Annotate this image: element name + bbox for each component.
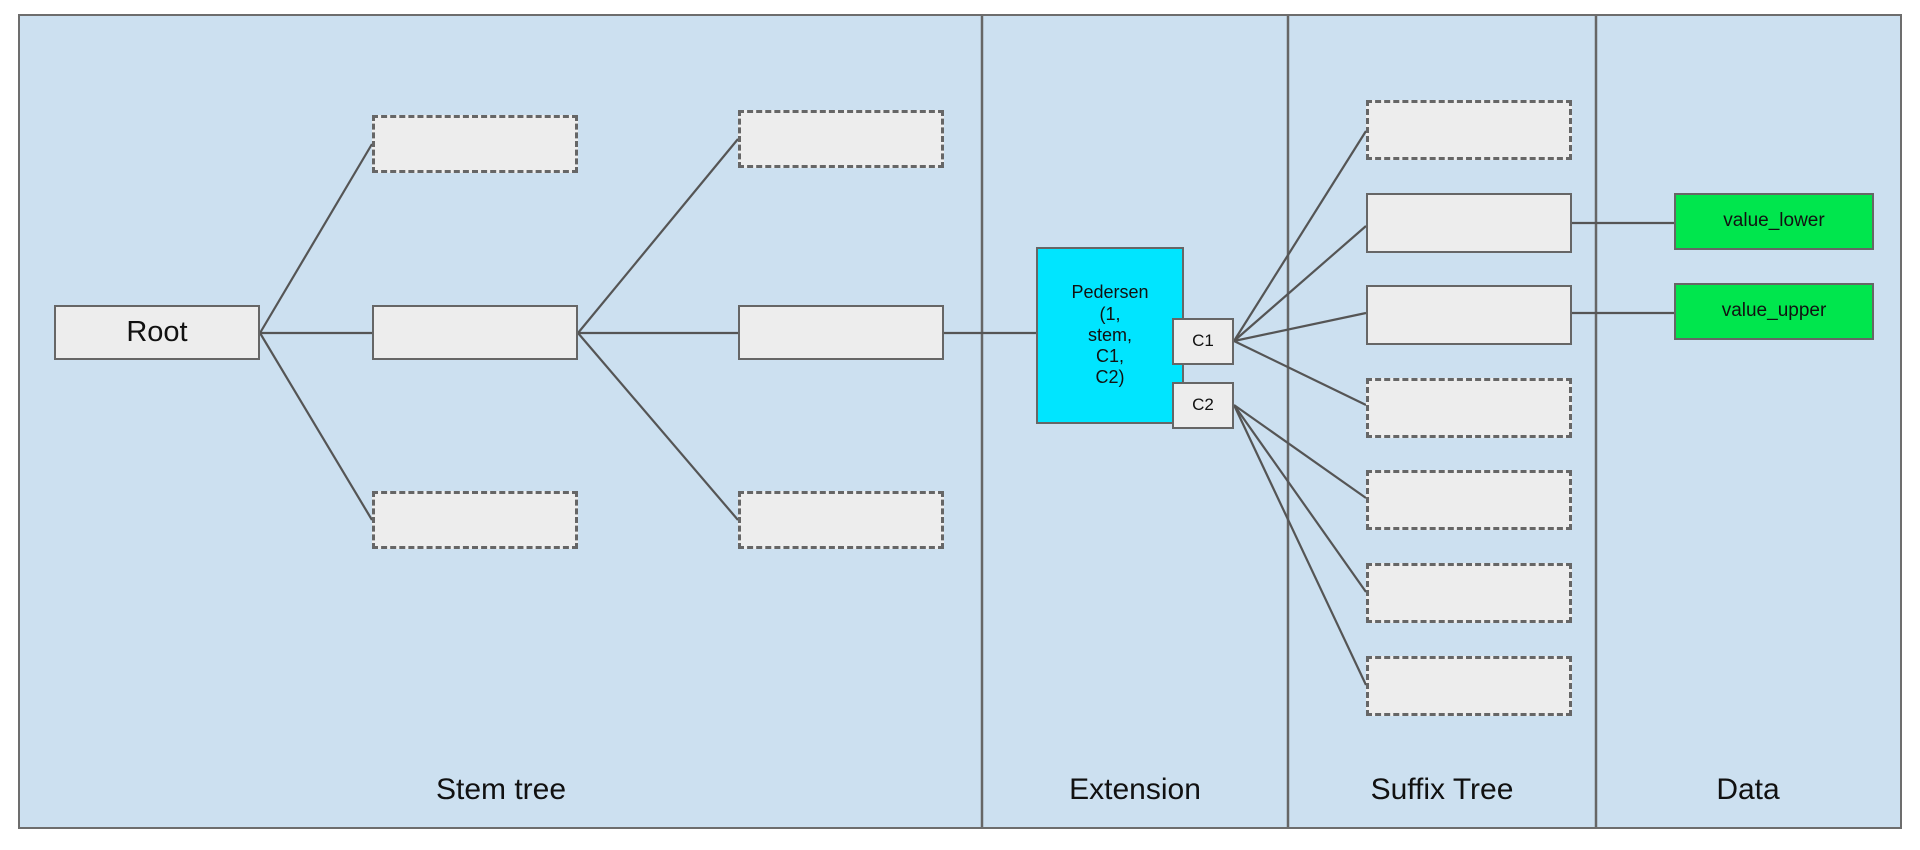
node-stem-l2-1[interactable] <box>738 305 944 360</box>
node-value-lower[interactable]: value_lower <box>1674 193 1874 250</box>
node-suffix-6[interactable] <box>1366 656 1572 716</box>
node-pedersen-label: Pedersen(1,stem,C1,C2) <box>1071 282 1149 388</box>
node-commitment-c2-label: C2 <box>1192 395 1214 415</box>
node-suffix-3[interactable] <box>1366 378 1572 438</box>
node-stem-l2-0[interactable] <box>738 110 944 168</box>
node-suffix-5[interactable] <box>1366 563 1572 623</box>
node-commitment-c1-label: C1 <box>1192 331 1214 351</box>
node-stem-l1-0[interactable] <box>372 115 578 173</box>
swimlane-label-suffix-tree: Suffix Tree <box>1370 773 1514 806</box>
diagram-canvas <box>18 14 1902 829</box>
node-value-upper-label: value_upper <box>1721 300 1827 322</box>
node-suffix-0[interactable] <box>1366 100 1572 160</box>
node-commitment-c2[interactable]: C2 <box>1172 382 1234 429</box>
node-root[interactable]: Root <box>54 305 260 360</box>
node-root-label: Root <box>126 316 188 349</box>
node-pedersen-commitment[interactable]: Pedersen(1,stem,C1,C2) <box>1036 247 1184 424</box>
node-value-upper[interactable]: value_upper <box>1674 283 1874 340</box>
swimlane-label-data: Data <box>1716 773 1780 806</box>
node-suffix-4[interactable] <box>1366 470 1572 530</box>
node-stem-l1-2[interactable] <box>372 491 578 549</box>
node-stem-l1-1[interactable] <box>372 305 578 360</box>
node-suffix-1[interactable] <box>1366 193 1572 253</box>
node-value-lower-label: value_lower <box>1723 210 1825 232</box>
swimlane-label-extension: Extension <box>1069 773 1201 806</box>
swimlane-label-stem-tree: Stem tree <box>435 773 567 806</box>
node-suffix-2[interactable] <box>1366 285 1572 345</box>
node-stem-l2-2[interactable] <box>738 491 944 549</box>
node-commitment-c1[interactable]: C1 <box>1172 318 1234 365</box>
